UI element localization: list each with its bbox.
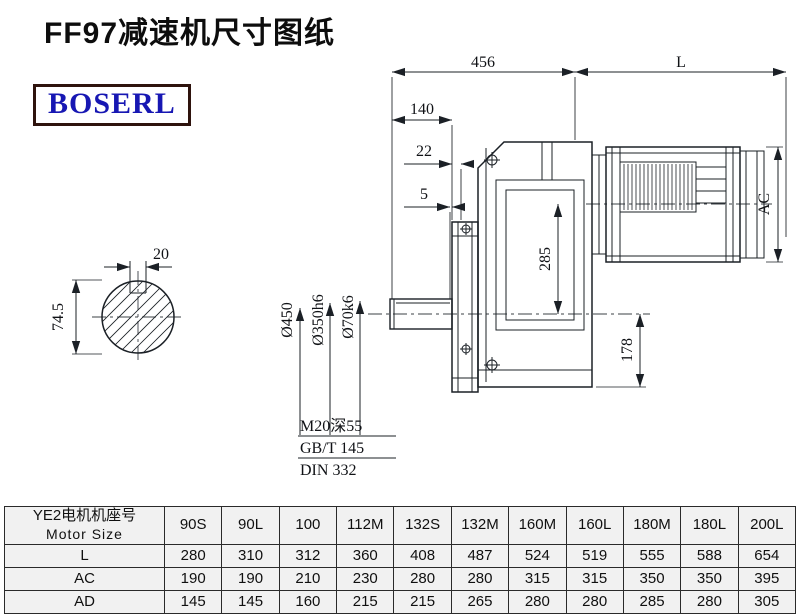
table-cell: 310 — [221, 544, 280, 568]
table-cell: 408 — [393, 544, 452, 568]
column-header: 132S — [393, 506, 452, 545]
column-header: 132M — [450, 506, 510, 545]
table-cell: 315 — [565, 567, 624, 591]
table-cell: 190 — [163, 567, 223, 591]
table-cell: 315 — [508, 567, 567, 591]
dim-22-label: 22 — [416, 143, 432, 160]
table-cell: 285 — [622, 590, 682, 614]
table-cell: 280 — [565, 590, 624, 614]
dia-350h6-label: Ø350h6 — [310, 294, 327, 346]
motor-size-header-cn: YE2电机机座号 — [32, 507, 137, 525]
table-cell: 280 — [450, 567, 510, 591]
row-label: L — [4, 544, 165, 568]
note-gb-standard: GB/T 145 — [300, 440, 364, 457]
table-cell: 215 — [336, 590, 395, 614]
table-cell: 588 — [680, 544, 739, 568]
table-cell: 280 — [393, 567, 452, 591]
column-header: 180L — [680, 506, 739, 545]
table-cell: 145 — [163, 590, 223, 614]
brand-logo: BOSERL — [33, 84, 191, 126]
table-row-AC: AC 190 190 210 230 280 280 315 315 350 3… — [4, 567, 797, 591]
table-row-AD: AD 145 145 160 215 215 265 280 280 285 2… — [4, 590, 797, 614]
table-cell: 555 — [622, 544, 682, 568]
column-header: 180M — [622, 506, 682, 545]
table-cell: 210 — [278, 567, 338, 591]
table-cell: 305 — [737, 590, 797, 614]
table-cell: 280 — [163, 544, 223, 568]
column-header: 200L — [737, 506, 797, 545]
row-label: AD — [4, 590, 165, 614]
table-cell: 395 — [737, 567, 797, 591]
output-shaft — [389, 298, 453, 330]
dim-456-label: 456 — [471, 54, 495, 71]
motor-ribs — [623, 164, 693, 210]
table-cell: 524 — [508, 544, 567, 568]
note-din-standard: DIN 332 — [300, 462, 356, 479]
column-header: 160M — [508, 506, 567, 545]
dim-74-5-label: 74.5 — [50, 303, 67, 331]
table-cell: 487 — [450, 544, 510, 568]
table-cell: 350 — [622, 567, 682, 591]
row-label: AC — [4, 567, 165, 591]
table-row-L: L 280 310 312 360 408 487 524 519 555 58… — [4, 544, 797, 568]
output-flange — [451, 221, 479, 393]
page-title: FF97减速机尺寸图纸 — [44, 17, 336, 50]
table-cell: 350 — [680, 567, 739, 591]
table-cell: 360 — [336, 544, 395, 568]
table-cell: 230 — [336, 567, 395, 591]
table-cell: 265 — [450, 590, 510, 614]
dim-L-label: L — [676, 54, 686, 71]
dim-20-label: 20 — [153, 246, 169, 263]
dim-AC-label: AC — [756, 193, 773, 215]
gearbox-housing-detail — [478, 142, 592, 382]
bolt-symbols — [460, 152, 500, 373]
brand-logo-text: BOSERL — [48, 87, 176, 120]
table-cell: 160 — [278, 590, 338, 614]
table-cell: 280 — [680, 590, 739, 614]
motor-size-header-en: Motor Size — [46, 526, 123, 543]
gearbox-housing — [477, 141, 593, 388]
dia-70k6-label: Ø70k6 — [340, 295, 357, 339]
motor-dimension-table: YE2电机机座号 Motor Size 90S 90L 100 112M 132… — [4, 506, 797, 614]
dimension-label-group: 456 L 140 22 5 AC 285 178 Ø450 Ø350h6 Ø7… — [50, 54, 773, 479]
column-header: 90S — [163, 506, 223, 545]
dim-140-label: 140 — [410, 101, 434, 118]
table-cell: 654 — [737, 544, 797, 568]
column-header: 100 — [278, 506, 338, 545]
table-cell: 215 — [393, 590, 452, 614]
column-header: 90L — [221, 506, 280, 545]
dim-285-label: 285 — [537, 247, 554, 271]
motor-size-header: YE2电机机座号 Motor Size — [4, 506, 165, 545]
table-header-row: YE2电机机座号 Motor Size 90S 90L 100 112M 132… — [4, 506, 797, 545]
table-cell: 145 — [221, 590, 280, 614]
technical-drawing: 456 L 140 22 5 AC 285 178 Ø450 Ø350h6 Ø7… — [50, 54, 787, 479]
column-header: 112M — [336, 506, 395, 545]
table-cell: 280 — [508, 590, 567, 614]
dimension-lines — [71, 67, 787, 459]
table-cell: 312 — [278, 544, 338, 568]
shaft-section-view — [101, 261, 175, 354]
table-cell: 190 — [221, 567, 280, 591]
centerlines — [92, 203, 772, 363]
table-cell: 519 — [565, 544, 624, 568]
dim-5-label: 5 — [420, 186, 428, 203]
motor — [591, 146, 765, 263]
dia-450-label: Ø450 — [279, 302, 296, 338]
dim-178-label: 178 — [619, 338, 636, 362]
column-header: 160L — [565, 506, 624, 545]
note-tap-hole: M20深55 — [300, 417, 362, 435]
